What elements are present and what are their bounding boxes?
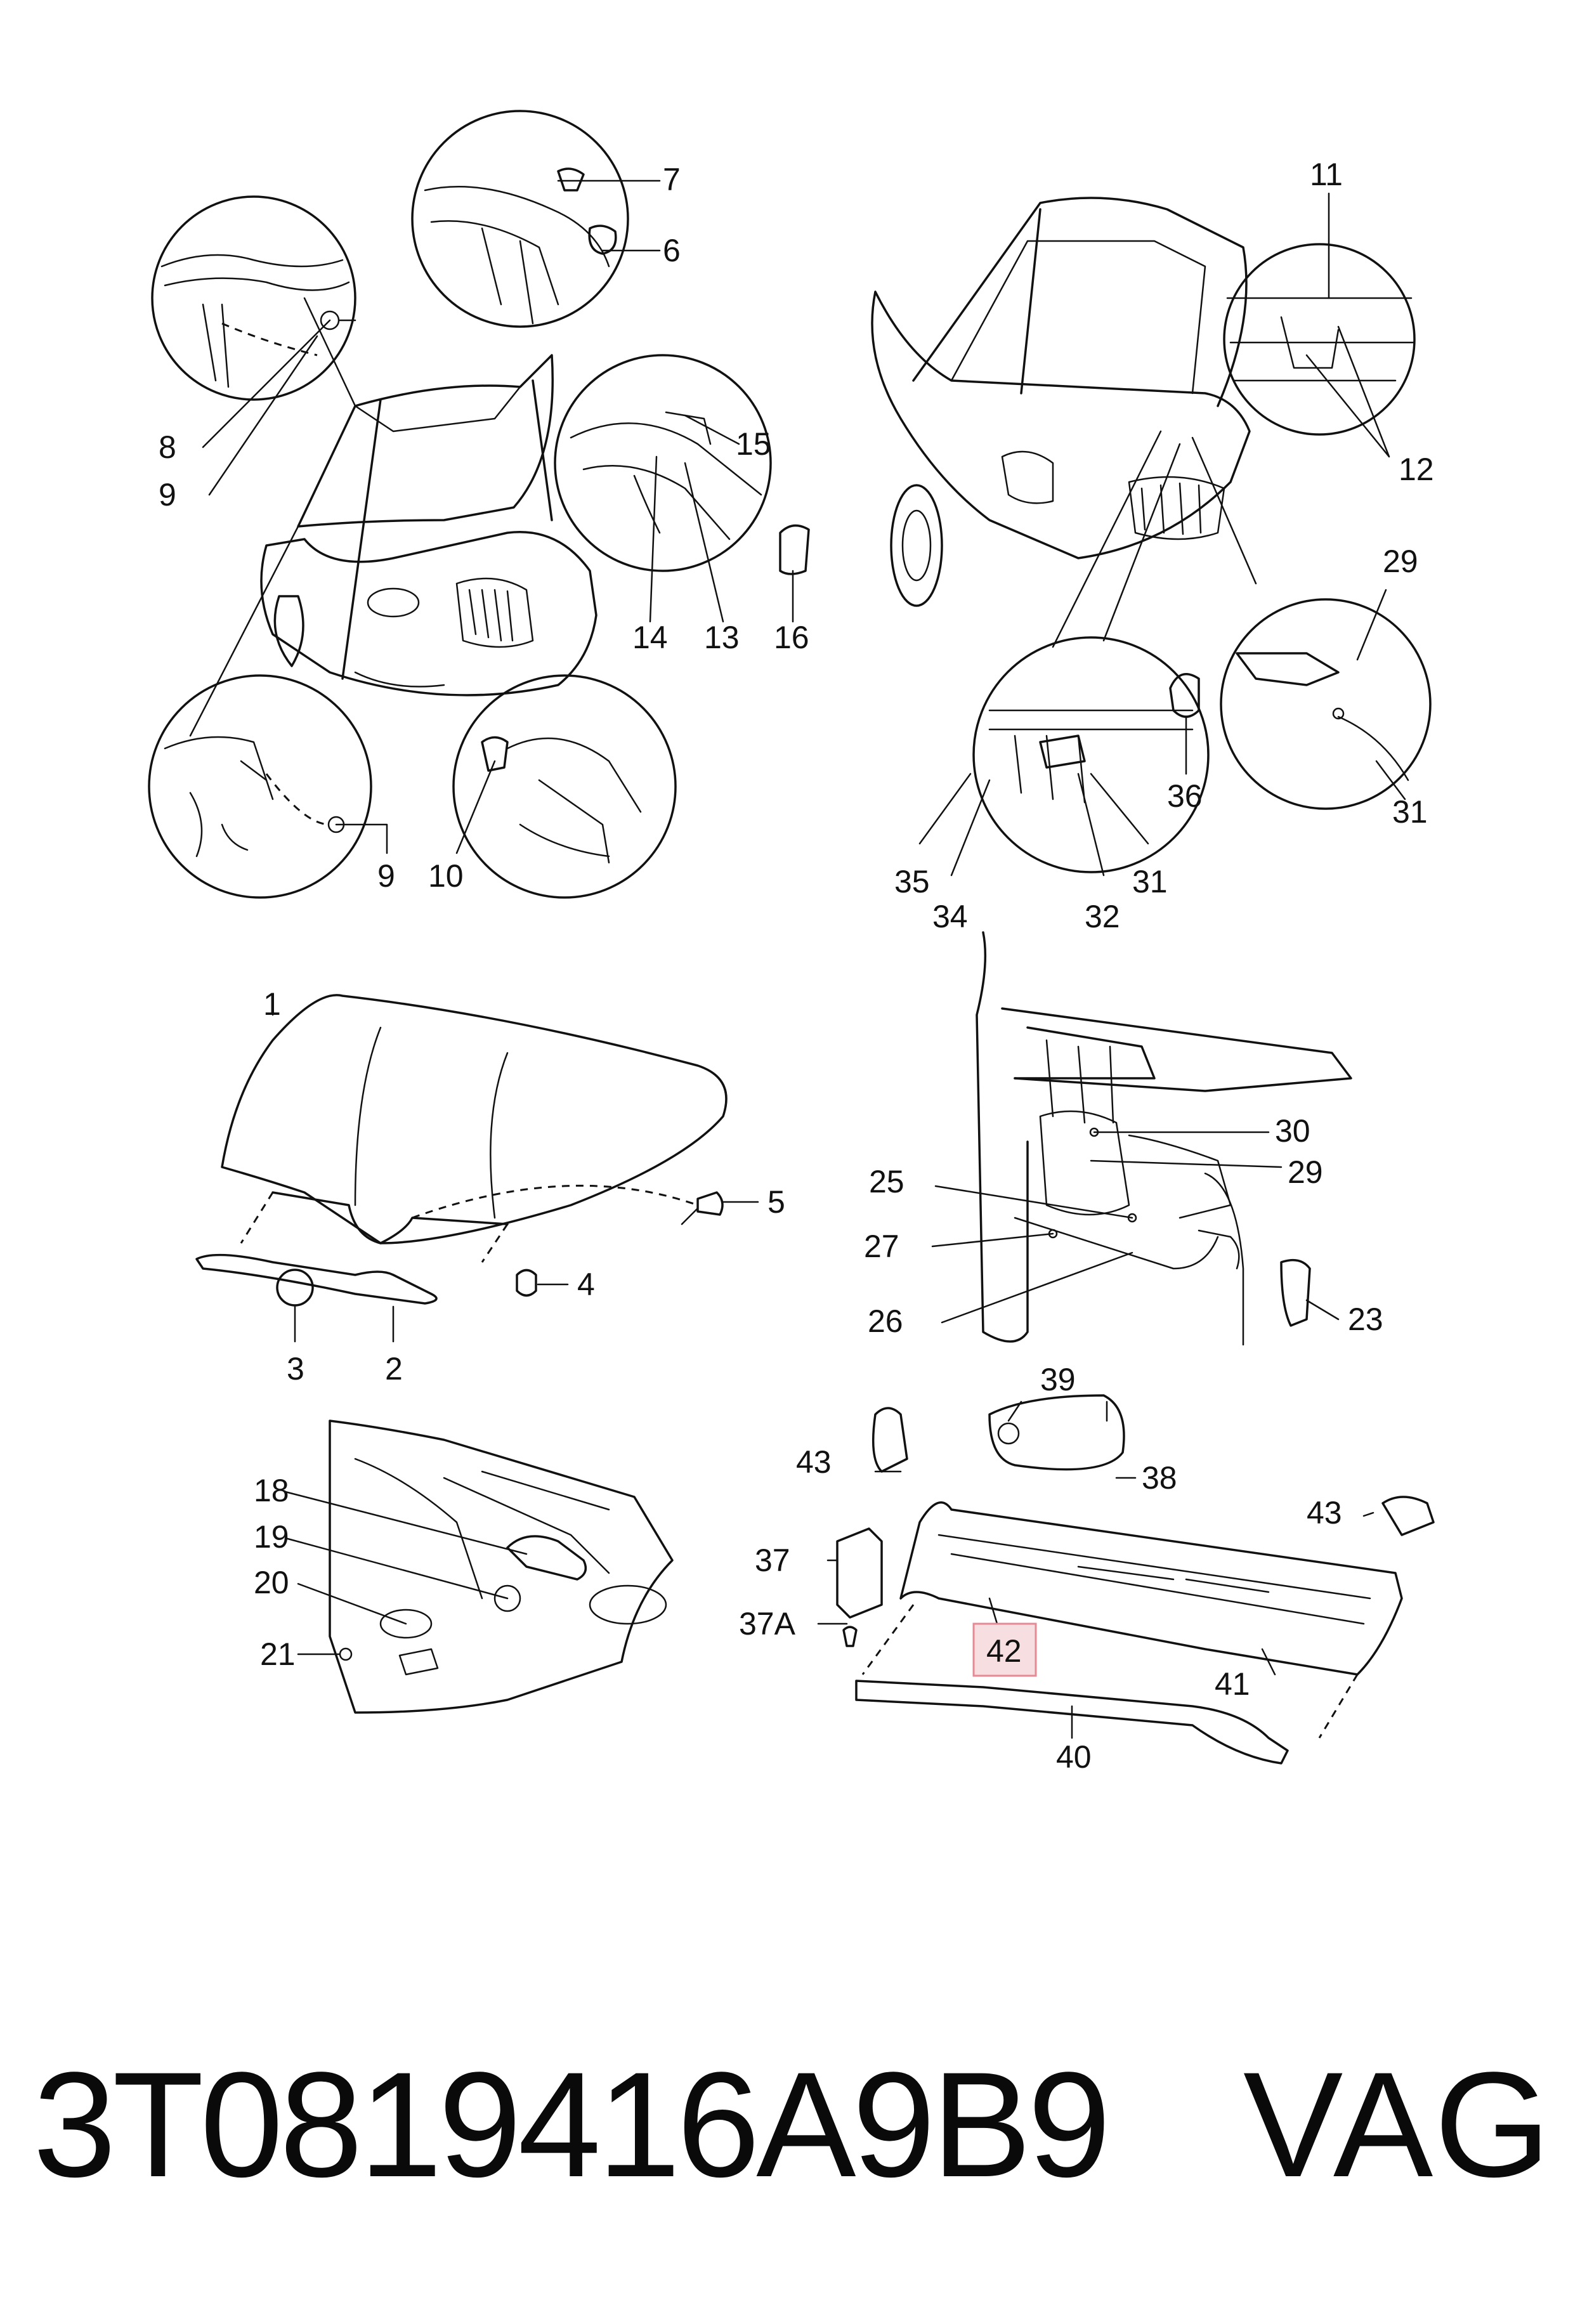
callout-21: 21 — [260, 1636, 296, 1672]
callout-31: 31 — [1132, 864, 1168, 899]
callout-3: 3 — [287, 1351, 304, 1387]
callout-43: 43 — [1307, 1495, 1342, 1531]
panel-firewall — [931, 931, 1352, 1346]
panel-front-structure — [284, 1420, 674, 1714]
callout-42: 42 — [986, 1633, 1022, 1669]
callout-20: 20 — [254, 1565, 289, 1600]
callout-41: 41 — [1215, 1666, 1250, 1702]
callouts: 7 6 8 9 15 14 13 16 9 10 11 12 29 31 36 … — [159, 157, 1434, 1775]
callout-27: 27 — [864, 1229, 899, 1264]
callout-40: 40 — [1056, 1739, 1092, 1775]
callout-14: 14 — [632, 620, 668, 655]
callout-25: 25 — [869, 1164, 904, 1199]
callout-34: 34 — [932, 899, 968, 934]
callout-1: 1 — [263, 986, 281, 1022]
callout-39: 39 — [1040, 1362, 1076, 1397]
callout-12: 12 — [1399, 452, 1434, 487]
callout-10: 10 — [428, 858, 464, 894]
callout-37: 37 — [755, 1543, 790, 1578]
callout-7: 7 — [663, 162, 681, 197]
part-number: 3T0819416A9B9 — [33, 2041, 1111, 2209]
callout-9: 9 — [377, 858, 395, 894]
panel-hood — [195, 994, 759, 1343]
panel-cowl — [817, 1394, 1435, 1765]
callout-9: 9 — [159, 477, 176, 512]
callout-18: 18 — [254, 1473, 289, 1508]
callout-30: 30 — [1275, 1113, 1310, 1149]
callout-26: 26 — [868, 1303, 903, 1339]
callout-29: 29 — [1383, 544, 1418, 579]
callout-43: 43 — [796, 1444, 832, 1480]
callout-36: 36 — [1167, 778, 1203, 814]
callout-8: 8 — [159, 429, 176, 465]
callout-16: 16 — [774, 620, 809, 655]
callout-23: 23 — [1348, 1302, 1383, 1337]
brand-name: VAG — [1243, 2041, 1552, 2209]
callout-38: 38 — [1142, 1460, 1177, 1496]
callout-2: 2 — [385, 1351, 403, 1387]
callout-5: 5 — [767, 1184, 785, 1220]
callout-37a: 37A — [739, 1606, 796, 1642]
callout-31: 31 — [1392, 794, 1428, 830]
callout-32: 32 — [1085, 899, 1120, 934]
callout-29: 29 — [1288, 1154, 1323, 1190]
callout-13: 13 — [704, 620, 740, 655]
callout-35: 35 — [894, 864, 930, 899]
callout-11: 11 — [1310, 157, 1343, 192]
callout-4: 4 — [577, 1267, 595, 1302]
panel-hood-open-left — [148, 110, 810, 899]
callout-42-highlight — [972, 1622, 1037, 1677]
callout-15: 15 — [736, 426, 771, 462]
callout-6: 6 — [663, 233, 681, 268]
panel-hood-open-right — [871, 192, 1432, 877]
callout-19: 19 — [254, 1519, 289, 1555]
